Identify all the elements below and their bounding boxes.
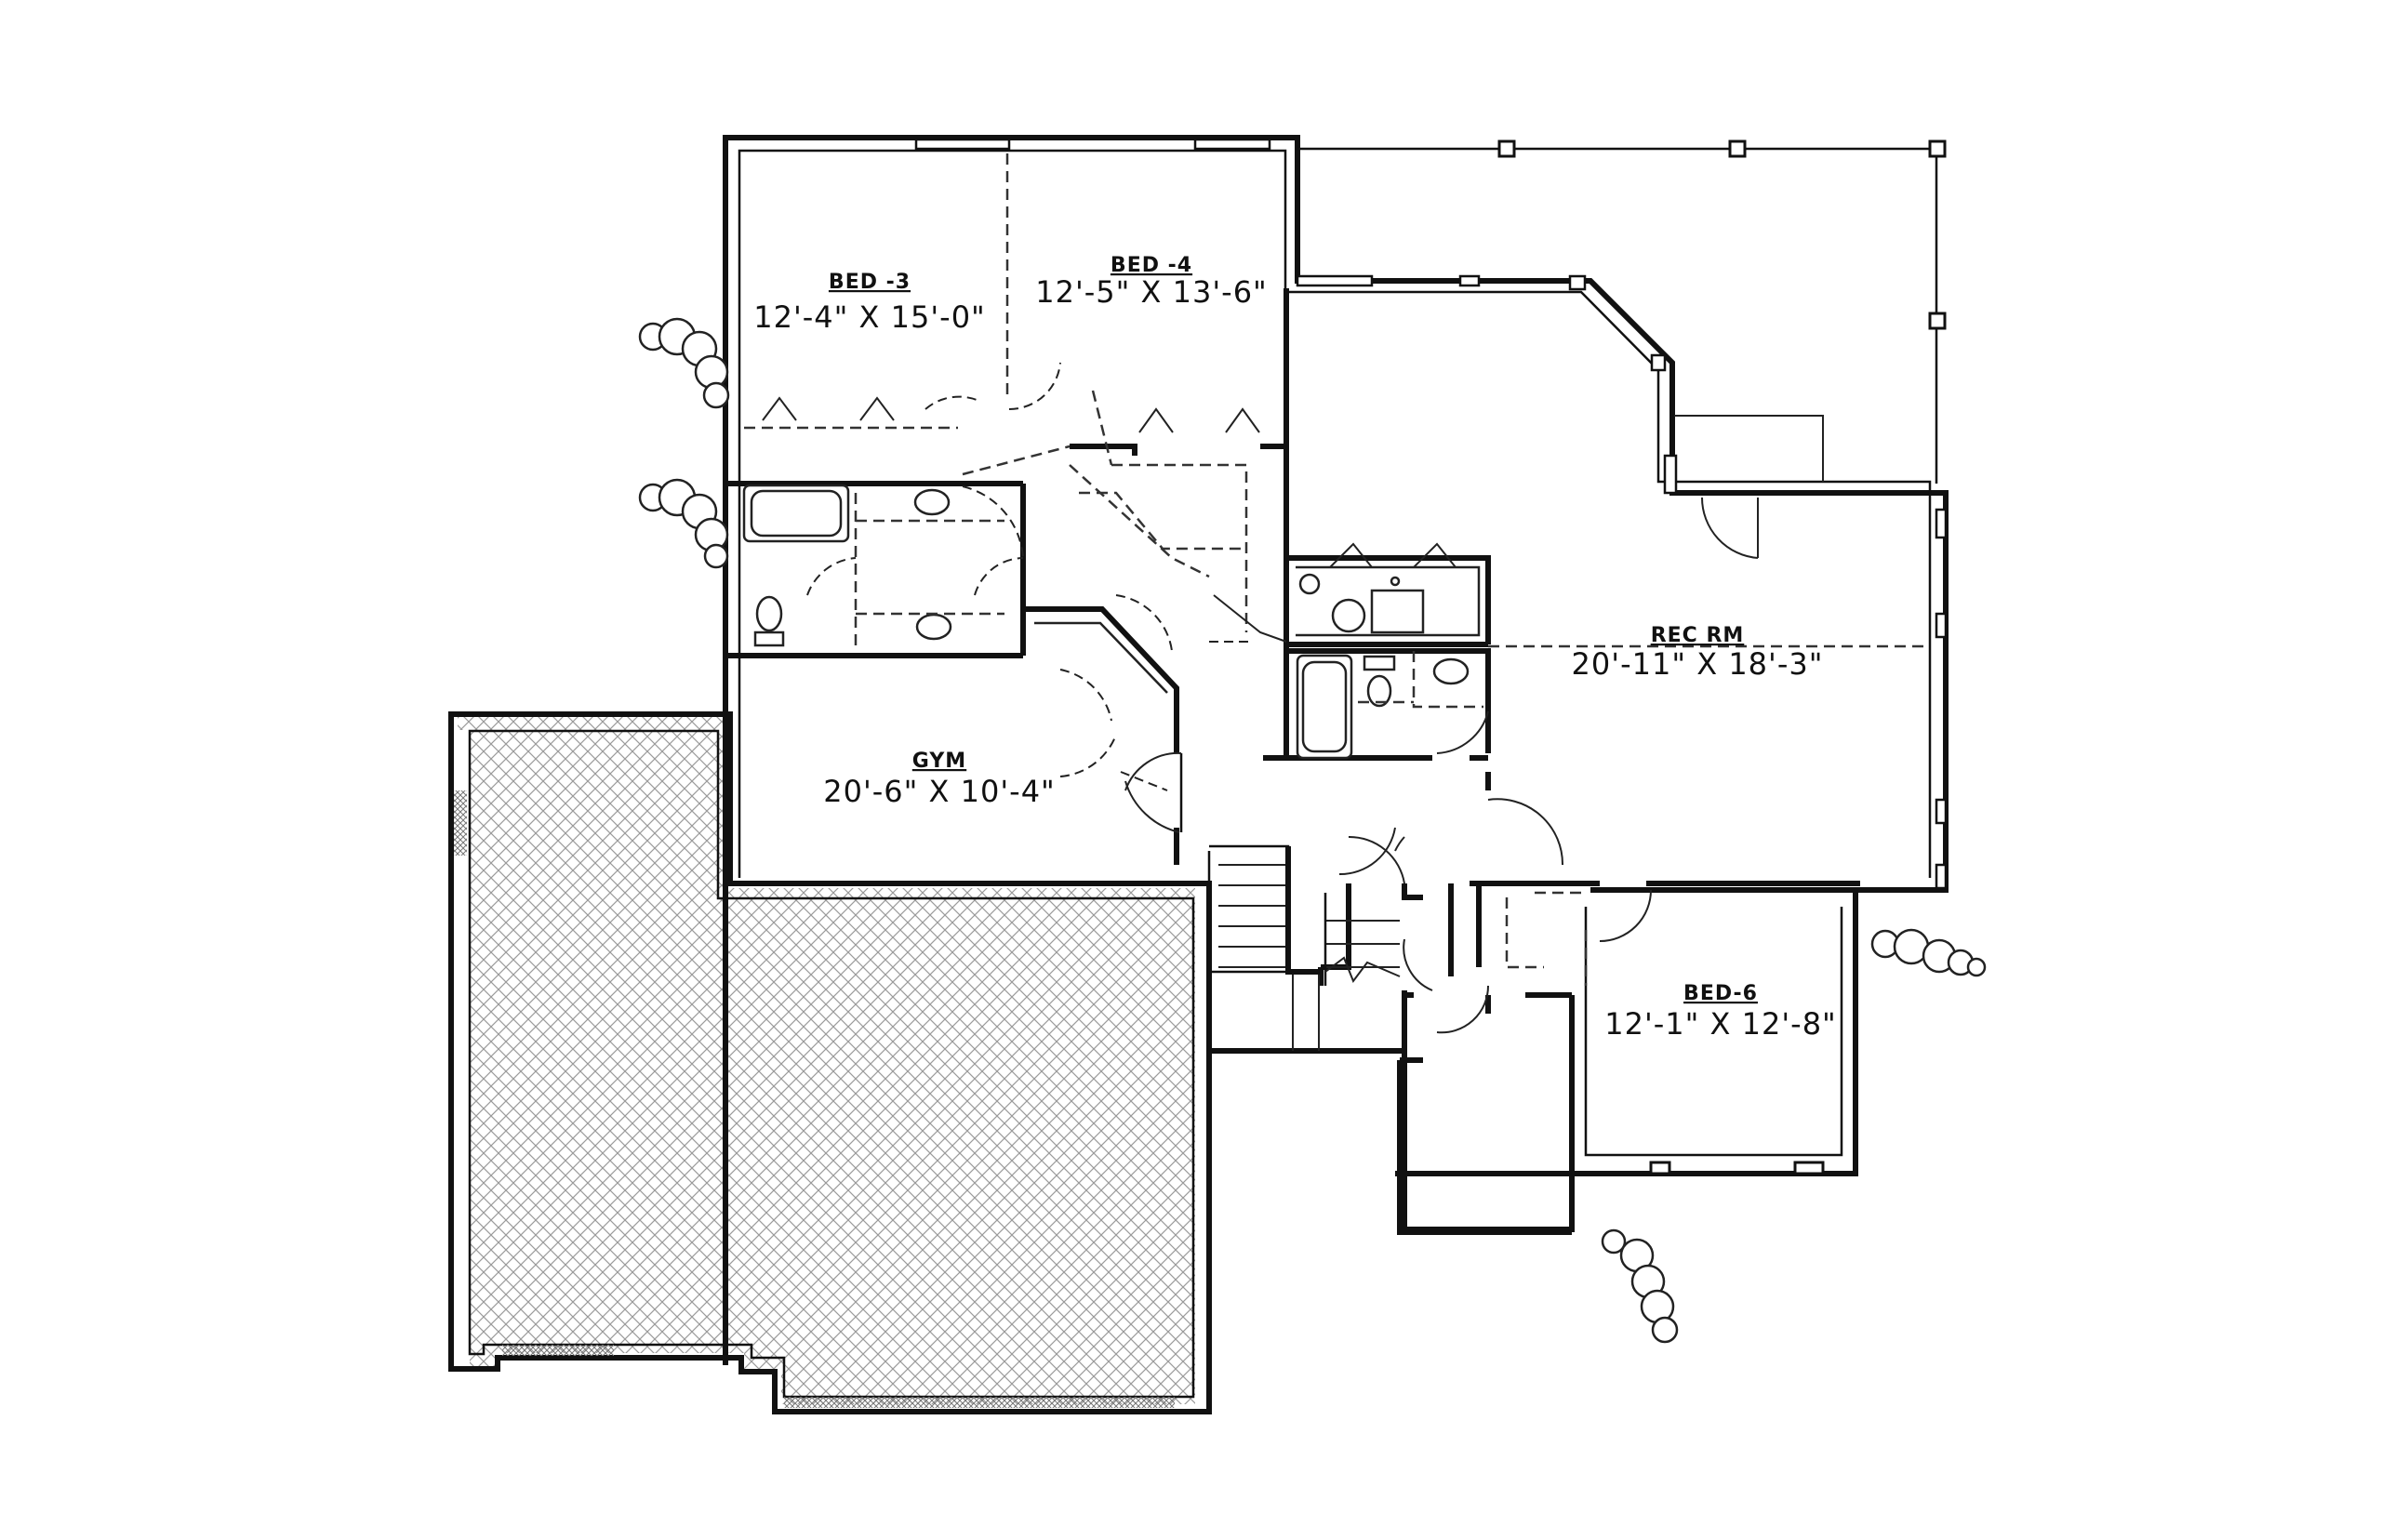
interior-walls bbox=[744, 153, 1860, 986]
room-name-bed6: BED-6 bbox=[1683, 982, 1758, 1005]
shrub-cluster-left-mid bbox=[638, 478, 729, 569]
deck-post bbox=[1728, 139, 1747, 158]
sink-icon bbox=[913, 488, 951, 516]
toilet-icon bbox=[755, 595, 783, 632]
room-dims-bed3: 12'-4" X 15'-0" bbox=[753, 299, 986, 335]
bed6-walls bbox=[1485, 887, 1858, 1175]
room-name-rec: REC RM bbox=[1651, 624, 1745, 647]
deck-post bbox=[1928, 139, 1947, 158]
toilet-icon bbox=[1366, 674, 1392, 708]
shrub-cluster-right bbox=[1870, 928, 1987, 977]
windows bbox=[914, 138, 1948, 890]
sink-icon bbox=[915, 613, 952, 641]
deck-post bbox=[1928, 312, 1947, 330]
garage-slab bbox=[448, 711, 1212, 1414]
closet-shelves bbox=[762, 396, 1260, 433]
mech-room-fixtures bbox=[1298, 542, 1457, 634]
room-dims-bed6: 12'-1" X 12'-8" bbox=[1604, 1006, 1837, 1042]
bath2-fixtures bbox=[1296, 651, 1483, 760]
room-dims-rec: 20'-11" X 18'-3" bbox=[1572, 646, 1824, 682]
room-dims-gym: 20'-6" X 10'-4" bbox=[823, 774, 1056, 809]
room-label-gym: GYM 20'-6" X 10'-4" bbox=[823, 750, 1056, 809]
room-label-bed3: BED -3 12'-4" X 15'-0" bbox=[753, 271, 986, 335]
shrub-cluster-bottom bbox=[1601, 1228, 1679, 1344]
furnace-icon bbox=[1370, 589, 1425, 634]
door-swings bbox=[806, 362, 1759, 1034]
room-label-rec: REC RM 20'-11" X 18'-3" bbox=[1572, 624, 1824, 682]
bath1-fixtures bbox=[742, 484, 1004, 651]
stairs bbox=[1209, 844, 1401, 1051]
room-name-bed3: BED -3 bbox=[829, 271, 911, 294]
room-name-bed4: BED -4 bbox=[1111, 254, 1192, 277]
shrub-cluster-left-top bbox=[638, 317, 730, 409]
room-dims-bed4: 12'-5" X 13'-6" bbox=[1035, 274, 1268, 310]
toilet-tank bbox=[1363, 655, 1396, 671]
room-name-gym: GYM bbox=[912, 750, 966, 773]
room-label-bed6: BED-6 12'-1" X 12'-8" bbox=[1604, 982, 1837, 1042]
room-label-bed4: BED -4 12'-5" X 13'-6" bbox=[1035, 254, 1268, 310]
toilet-tank bbox=[753, 631, 785, 647]
deck-post bbox=[1497, 139, 1516, 158]
covered-deck bbox=[1297, 139, 1947, 484]
sink-icon bbox=[1432, 657, 1470, 685]
water-heater-icon bbox=[1331, 598, 1366, 633]
hall-dashes bbox=[962, 390, 1925, 704]
